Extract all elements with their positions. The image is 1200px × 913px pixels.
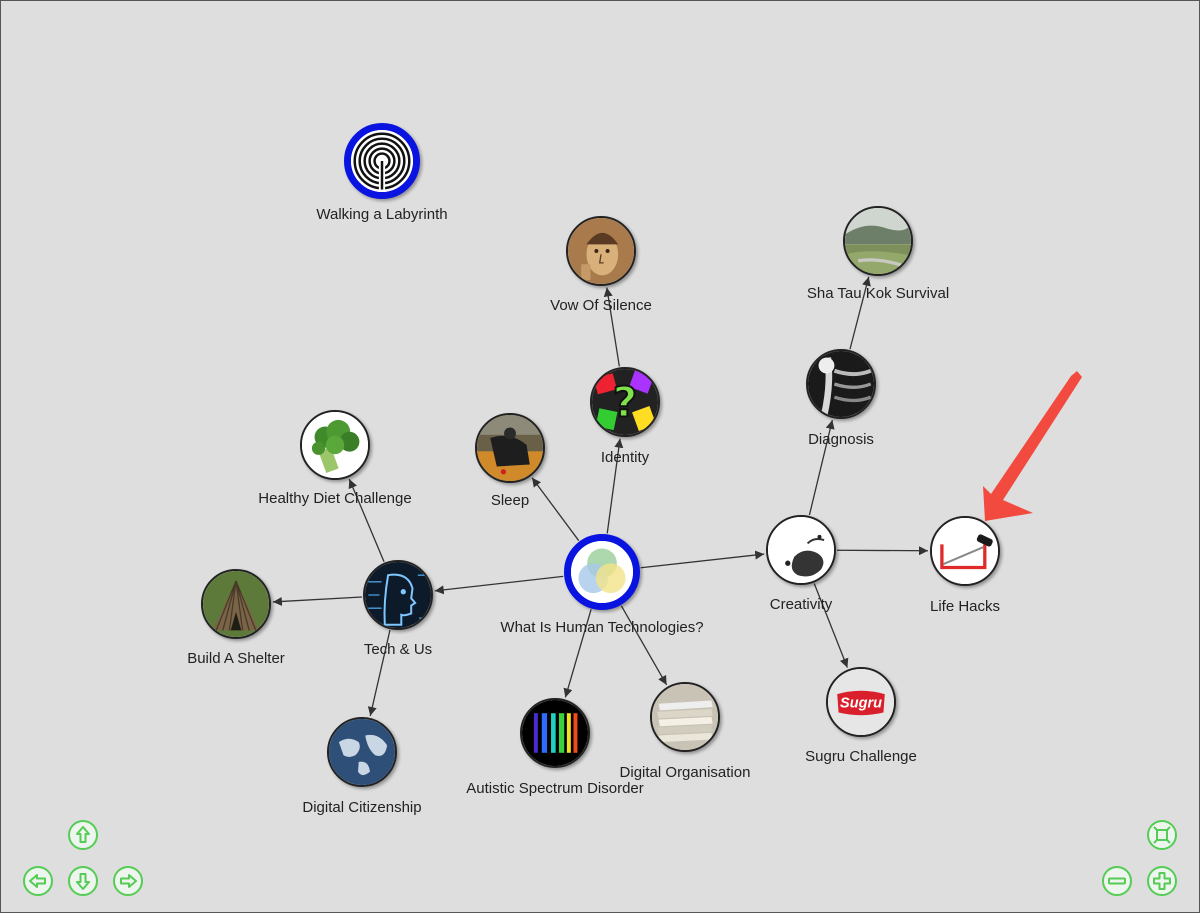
mangrove-photo-icon xyxy=(845,208,911,274)
node-diagnosis-label[interactable]: Diagnosis xyxy=(808,431,874,448)
node-autistic-label[interactable]: Autistic Spectrum Disorder xyxy=(466,780,644,797)
edge-tech-to-shelter xyxy=(273,597,362,602)
spectrum-icon xyxy=(522,700,588,766)
node-identity-label[interactable]: Identity xyxy=(601,449,649,466)
pan-down-button[interactable] xyxy=(68,866,98,896)
node-citizenship-label[interactable]: Digital Citizenship xyxy=(302,799,421,816)
zoom-out-button[interactable] xyxy=(1102,866,1132,896)
node-vow-label[interactable]: Vow Of Silence xyxy=(550,297,652,314)
sugru-logo-icon: Sugru xyxy=(828,669,894,735)
labyrinth-icon xyxy=(351,130,413,192)
node-center-label[interactable]: What Is Human Technologies? xyxy=(500,619,703,636)
arrow-down-icon xyxy=(70,868,96,894)
node-sleep-label[interactable]: Sleep xyxy=(491,492,529,509)
globe-icon xyxy=(329,719,395,785)
venn-diagram-icon xyxy=(571,541,633,603)
zoom-in-icon xyxy=(1149,868,1175,894)
ink-splash-icon xyxy=(768,517,834,583)
sugru-logo-text: Sugru xyxy=(840,695,882,711)
icon-painting-icon xyxy=(568,218,634,284)
node-center-image[interactable] xyxy=(564,534,640,610)
node-shelter-label[interactable]: Build A Shelter xyxy=(187,650,285,667)
node-lifehacks-label[interactable]: Life Hacks xyxy=(930,598,1000,615)
zoom-in-button[interactable] xyxy=(1147,866,1177,896)
question-marks-icon: ? xyxy=(592,369,658,435)
edge-center-to-digorg xyxy=(621,606,666,685)
annotation-arrow xyxy=(983,371,1082,521)
edge-center-to-sleep xyxy=(532,478,579,541)
node-citizenship-image[interactable] xyxy=(327,717,397,787)
node-labyrinth-image[interactable] xyxy=(344,123,420,199)
node-digorg-label[interactable]: Digital Organisation xyxy=(620,764,751,781)
edge-creativity-to-lifehacks xyxy=(837,550,928,551)
arrow-right-icon xyxy=(115,868,141,894)
node-creativity-image[interactable] xyxy=(766,515,836,585)
node-healthy-label[interactable]: Healthy Diet Challenge xyxy=(258,490,411,507)
fit-screen-icon xyxy=(1149,822,1175,848)
node-sleep-image[interactable] xyxy=(475,413,545,483)
node-lifehacks-image[interactable] xyxy=(930,516,1000,586)
node-sha-image[interactable] xyxy=(843,206,913,276)
pan-up-button[interactable] xyxy=(68,820,98,850)
node-diagnosis-image[interactable] xyxy=(806,349,876,419)
node-shelter-image[interactable] xyxy=(201,569,271,639)
node-tech-image[interactable] xyxy=(363,560,433,630)
node-tech-label[interactable]: Tech & Us xyxy=(364,641,432,658)
node-vow-image[interactable] xyxy=(566,216,636,286)
arrow-up-icon xyxy=(70,822,96,848)
node-identity-image[interactable]: ? xyxy=(590,367,660,437)
arrow-left-icon xyxy=(25,868,51,894)
node-creativity-label[interactable]: Creativity xyxy=(770,596,833,613)
pan-right-button[interactable] xyxy=(113,866,143,896)
sleeping-person-icon xyxy=(477,415,543,481)
paper-stack-icon xyxy=(652,684,718,750)
stick-shelter-icon xyxy=(203,571,269,637)
node-healthy-image[interactable] xyxy=(300,410,370,480)
node-sugru-label[interactable]: Sugru Challenge xyxy=(805,748,917,765)
xray-icon xyxy=(808,351,874,417)
broccoli-icon xyxy=(302,412,368,478)
node-sugru-image[interactable]: Sugru xyxy=(826,667,896,737)
fit-to-screen-button[interactable] xyxy=(1147,820,1177,850)
node-digorg-image[interactable] xyxy=(650,682,720,752)
pan-left-button[interactable] xyxy=(23,866,53,896)
node-sha-label[interactable]: Sha Tau Kok Survival xyxy=(807,285,949,302)
edge-center-to-tech xyxy=(435,576,563,590)
node-autistic-image[interactable] xyxy=(520,698,590,768)
cyber-head-icon xyxy=(365,562,431,628)
edge-center-to-creativity xyxy=(641,554,764,568)
hacksaw-icon xyxy=(932,518,998,584)
svg-text:?: ? xyxy=(613,378,638,427)
node-labyrinth-label[interactable]: Walking a Labyrinth xyxy=(316,206,447,223)
zoom-out-icon xyxy=(1104,868,1130,894)
